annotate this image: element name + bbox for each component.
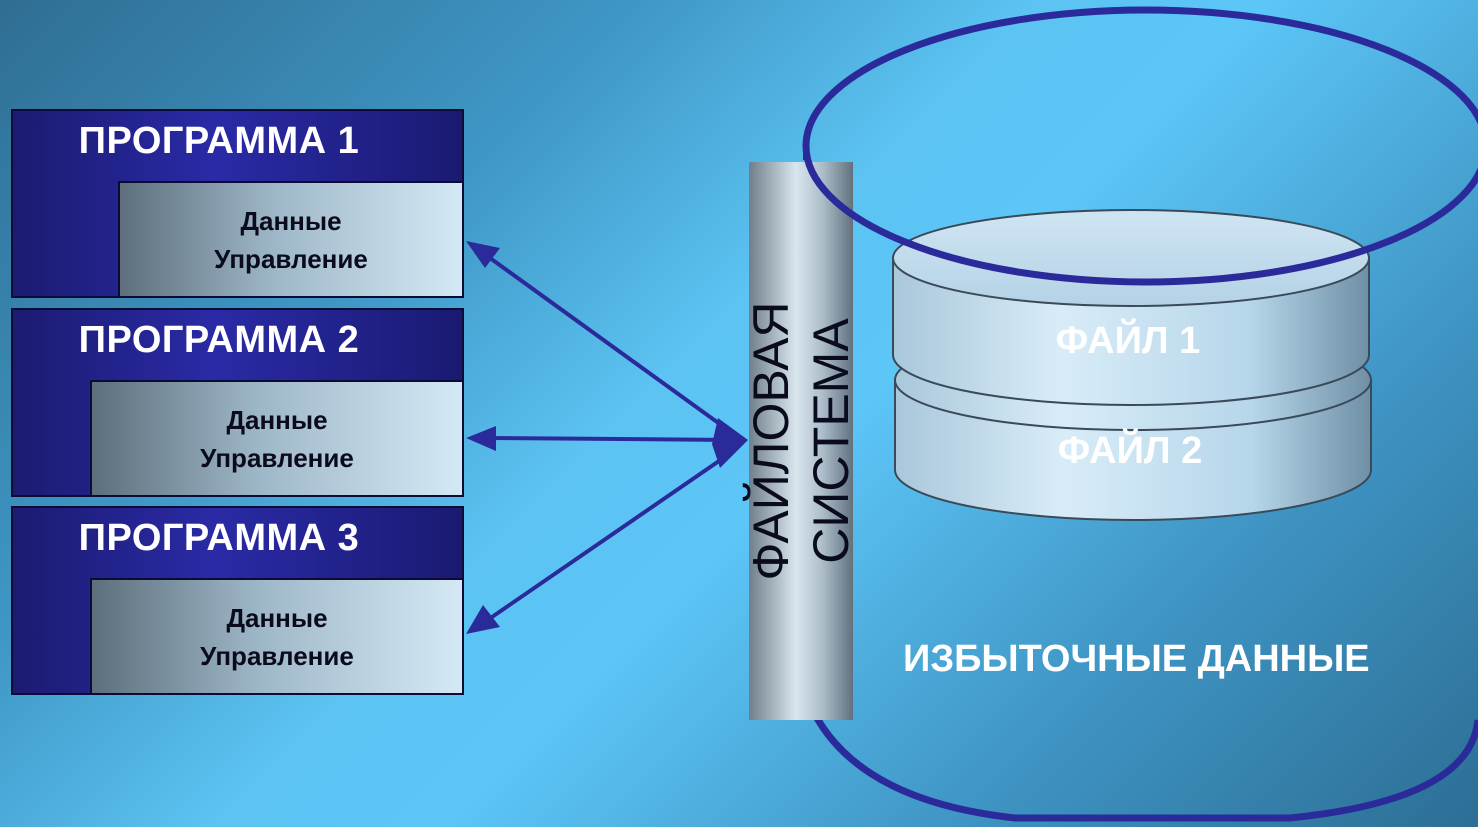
arrowhead-program-3 xyxy=(466,605,500,634)
program-title: ПРОГРАММА 2 xyxy=(78,319,360,361)
program-control-label: Управление xyxy=(200,443,354,473)
program-data-box: Данные Управление xyxy=(90,578,464,695)
redundant-data-label: ИЗБЫТОЧНЫЕ ДАННЫЕ xyxy=(903,638,1370,680)
program-box-1: ПРОГРАММА 1 Данные Управление xyxy=(11,109,464,298)
arrowhead-program-2 xyxy=(466,426,496,451)
file-disk-1 xyxy=(892,209,1370,406)
program-control-label: Управление xyxy=(200,641,354,671)
program-data-label: Данные xyxy=(240,206,342,236)
program-title: ПРОГРАММА 3 xyxy=(78,517,360,559)
file-system-column: ФАЙЛОВАЯ СИСТЕМА xyxy=(743,162,859,720)
arrow-program-3 xyxy=(490,448,737,619)
arrow-program-2 xyxy=(491,436,736,442)
program-data-label: Данные xyxy=(226,603,328,633)
program-data-box: Данные Управление xyxy=(90,380,464,497)
program-title: ПРОГРАММА 1 xyxy=(78,120,360,162)
program-box-2: ПРОГРАММА 2 Данные Управление xyxy=(11,308,464,497)
file-1-label: ФАЙЛ 1 xyxy=(1055,320,1201,362)
arrow-program-1 xyxy=(488,256,737,437)
arrowhead-file-system xyxy=(712,418,748,468)
file-2-label: ФАЙЛ 2 xyxy=(1057,430,1203,472)
arrowhead-program-1 xyxy=(466,241,500,268)
database-cylinder-top xyxy=(802,6,1478,286)
program-data-box: Данные Управление xyxy=(118,181,464,298)
program-control-label: Управление xyxy=(214,244,368,274)
program-box-3: ПРОГРАММА 3 Данные Управление xyxy=(11,506,464,695)
program-data-label: Данные xyxy=(226,405,328,435)
